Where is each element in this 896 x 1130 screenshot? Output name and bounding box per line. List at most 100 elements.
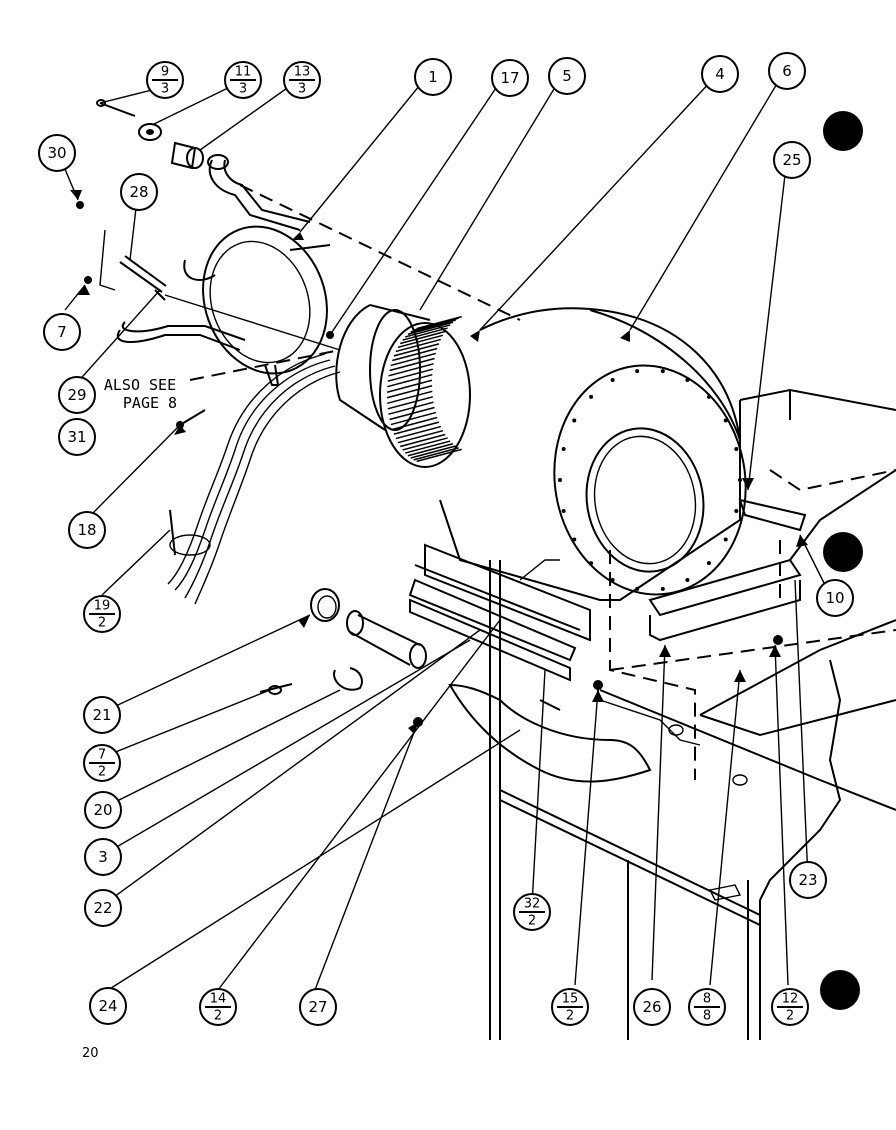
callout-number: 20 xyxy=(93,801,112,819)
blower-motor xyxy=(335,304,431,431)
binder-hole-top xyxy=(823,111,863,151)
leader-lines xyxy=(61,79,831,996)
callout-l20: 20 xyxy=(84,791,122,829)
callout-number: 3 xyxy=(98,848,108,866)
wheel-fin xyxy=(387,396,433,410)
housing-rivet xyxy=(660,369,665,374)
callout-page-ref: 3 xyxy=(239,82,247,97)
callout-page-ref: 2 xyxy=(566,1009,574,1024)
callout-l24: 24 xyxy=(89,987,127,1025)
callout-number: 17 xyxy=(500,69,519,87)
wheel-fin xyxy=(389,357,435,372)
callout-part-number: 8 xyxy=(703,992,711,1007)
callout-l4: 4 xyxy=(701,55,739,93)
callout-page-ref: 3 xyxy=(161,82,169,97)
wheel-fin xyxy=(407,443,454,457)
wheel-fin xyxy=(387,373,433,388)
wheel-fin xyxy=(405,440,451,454)
callout-f13-3: 133 xyxy=(283,61,321,99)
wheel-fin xyxy=(402,327,448,341)
callout-f12-2: 122 xyxy=(771,988,809,1026)
callout-number: 26 xyxy=(642,998,661,1016)
housing-rivet xyxy=(558,478,562,482)
callout-number: 4 xyxy=(715,65,725,83)
capacitor-assembly xyxy=(259,588,427,695)
housing-rivet xyxy=(610,578,615,583)
wheel-fin xyxy=(386,385,433,399)
wheel-fin xyxy=(386,379,433,393)
housing-rivet xyxy=(723,418,728,423)
wheel-fin xyxy=(395,425,442,440)
callout-page-ref: 2 xyxy=(786,1009,794,1024)
wheel-fin xyxy=(416,448,462,463)
blower-wheel xyxy=(379,315,471,468)
callout-f32-2: 322 xyxy=(513,893,551,931)
mounting-rails xyxy=(408,498,807,682)
callout-number: 30 xyxy=(47,144,66,162)
motor-mount-bracket xyxy=(116,154,331,386)
housing-rivet xyxy=(734,508,739,513)
callout-l30: 30 xyxy=(38,134,76,172)
see-also-note-line2: PAGE 8 xyxy=(123,394,177,412)
housing-rivet xyxy=(635,369,640,374)
housing-rivet xyxy=(589,394,594,399)
housing-rivet xyxy=(589,561,594,566)
hidden-lines xyxy=(189,184,896,780)
wheel-fin xyxy=(389,406,435,421)
callout-f15-2: 152 xyxy=(551,988,589,1026)
mount-hardware xyxy=(96,99,204,170)
callout-f7-2: 72 xyxy=(83,744,121,782)
callout-f8-8: 88 xyxy=(688,988,726,1026)
housing-rivet xyxy=(572,537,577,542)
callout-page-ref: 2 xyxy=(214,1009,222,1024)
callout-part-number: 14 xyxy=(210,992,227,1007)
callout-l27: 27 xyxy=(299,988,337,1026)
wire-harness xyxy=(167,353,341,605)
housing-rivet xyxy=(660,586,665,591)
wheel-fin xyxy=(397,429,444,444)
callout-l1: 1 xyxy=(414,58,452,96)
wheel-fin xyxy=(392,347,438,362)
callout-page-ref: 2 xyxy=(528,914,536,929)
screws xyxy=(76,201,783,727)
housing-rivet xyxy=(572,418,577,423)
wheel-fin xyxy=(402,437,448,451)
callout-part-number: 12 xyxy=(782,992,799,1007)
wheel-fin xyxy=(395,338,442,353)
callout-part-number: 7 xyxy=(98,748,106,763)
callout-number: 22 xyxy=(93,899,112,917)
housing-rivet xyxy=(738,478,742,482)
housing-rivet xyxy=(685,377,690,382)
callout-l18: 18 xyxy=(68,511,106,549)
callout-page-ref: 2 xyxy=(98,765,106,780)
callout-l25: 25 xyxy=(773,141,811,179)
callout-number: 1 xyxy=(428,68,438,86)
air-deflector xyxy=(448,683,652,783)
binder-hole-middle xyxy=(823,532,863,572)
wheel-fin xyxy=(387,390,433,405)
callout-number: 5 xyxy=(562,67,572,85)
callout-page-ref: 3 xyxy=(298,82,306,97)
callout-page-ref: 2 xyxy=(98,616,106,631)
callout-part-number: 13 xyxy=(294,65,311,80)
callout-l21: 21 xyxy=(83,696,121,734)
housing-rivet xyxy=(635,586,640,591)
callout-f11-3: 113 xyxy=(224,61,262,99)
housing-rivet xyxy=(734,447,739,452)
housing-rivet xyxy=(610,377,615,382)
bolt-assembly xyxy=(99,229,341,351)
callout-l17: 17 xyxy=(491,59,529,97)
wheel-fin xyxy=(392,416,438,431)
callout-number: 27 xyxy=(308,998,327,1016)
callout-l26: 26 xyxy=(633,988,671,1026)
callout-number: 29 xyxy=(67,386,86,404)
wheel-fin xyxy=(390,411,436,426)
wheel-fin xyxy=(388,363,434,377)
wheel-fin xyxy=(407,321,454,335)
wheel-fin xyxy=(405,324,451,338)
callout-l5: 5 xyxy=(548,57,586,95)
callout-part-number: 11 xyxy=(235,65,252,80)
